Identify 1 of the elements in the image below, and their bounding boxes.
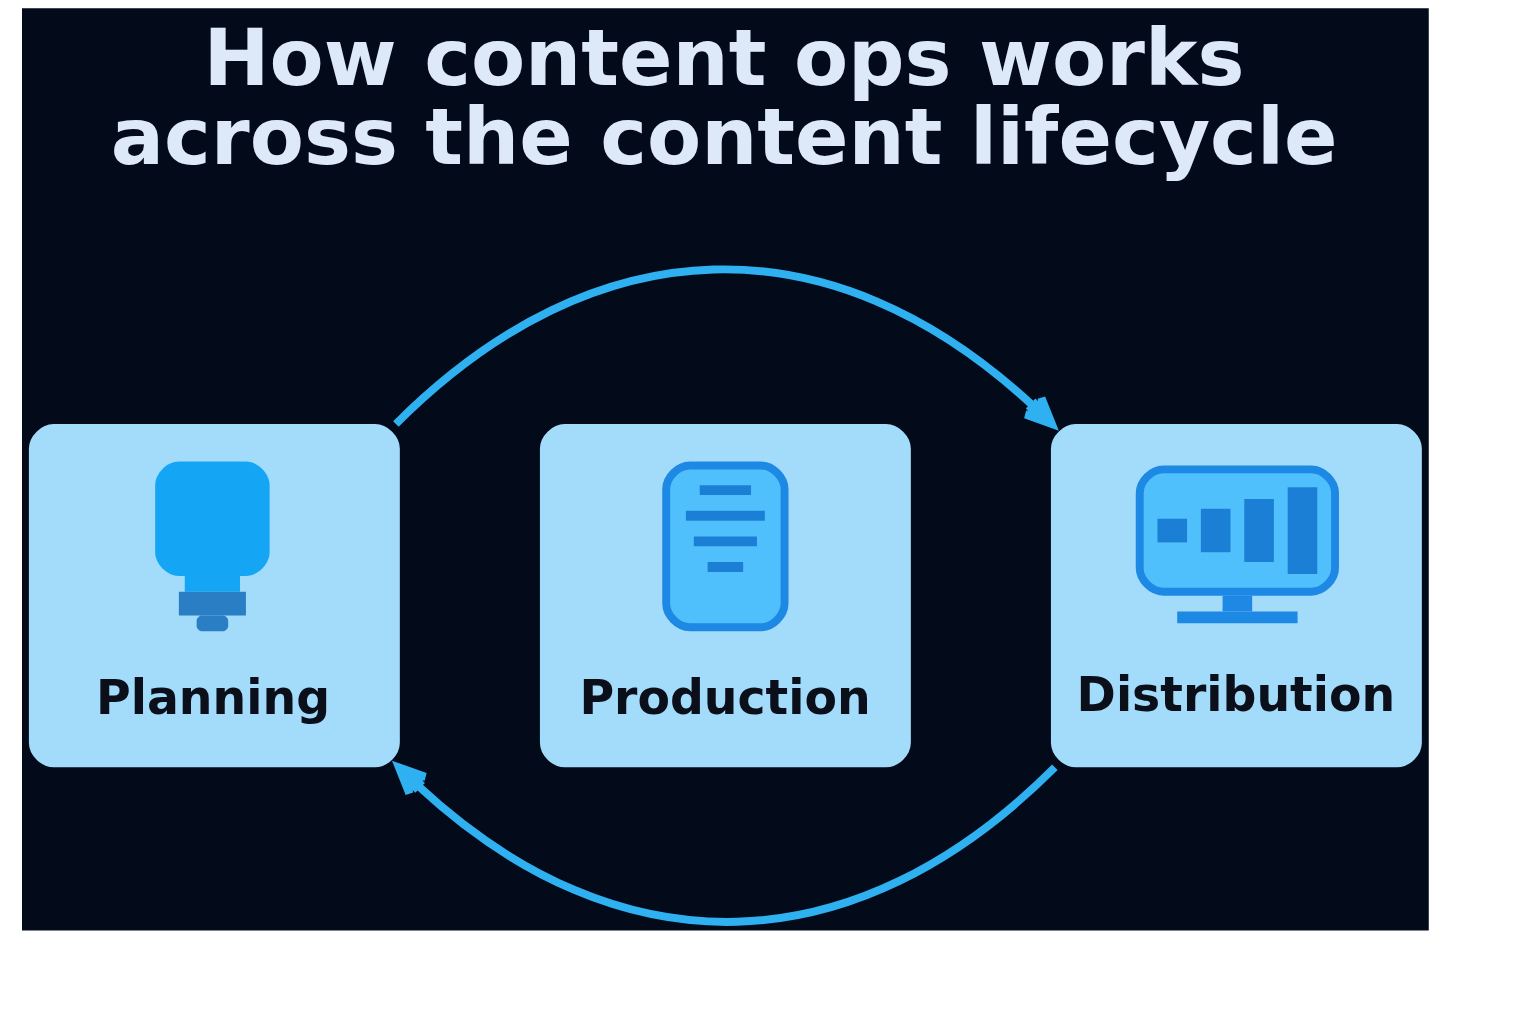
diagram-title: How content ops works across the content lifecycle xyxy=(110,12,1338,184)
